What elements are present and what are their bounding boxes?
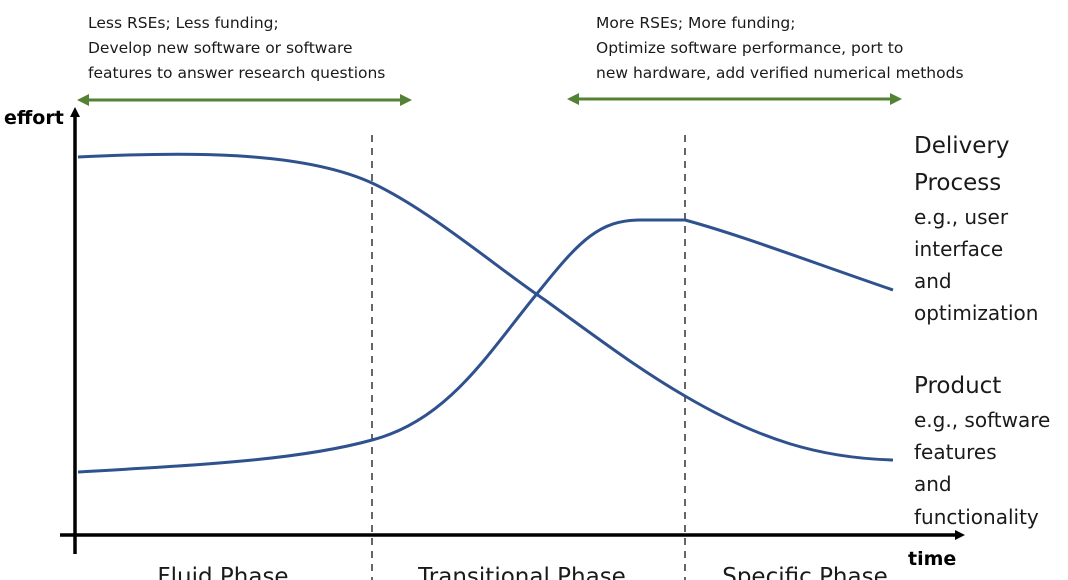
delivery-title-line-2: Process: [914, 170, 1001, 196]
delivery-desc-line-3: and: [914, 269, 952, 293]
annotation-right-line-2: Optimize software performance, port to: [596, 39, 903, 57]
annotation-left-line-3: features to answer research questions: [88, 64, 385, 82]
delivery-title-line-1: Delivery: [914, 133, 1009, 159]
phase-label-specific: Specific Phase: [722, 564, 888, 580]
x-axis-label: time: [908, 548, 956, 570]
delivery-process-curve: [77, 152, 894, 462]
delivery-desc-line-4: optimization: [914, 301, 1038, 325]
product-desc-line-3: and: [914, 472, 952, 496]
delivery-desc-line-2: interface: [914, 237, 1003, 261]
product-curve: [77, 218, 894, 474]
annotation-right-line-1: More RSEs; More funding;: [596, 14, 795, 32]
product-title-line-1: Product: [914, 373, 1001, 399]
delivery-desc-line-1: e.g., user: [914, 205, 1009, 229]
annotation-left-line-1: Less RSEs; Less funding;: [88, 14, 279, 32]
y-axis-label: effort: [4, 107, 64, 129]
product-desc-line-2: features: [914, 440, 997, 464]
product-desc-line-4: functionality: [914, 505, 1039, 529]
annotation-left-line-2: Develop new software or software: [88, 39, 353, 57]
product-desc-line-1: e.g., software: [914, 408, 1050, 432]
phase-label-transitional: Transitional Phase: [417, 564, 626, 580]
annotation-right-line-3: new hardware, add verified numerical met…: [596, 64, 964, 82]
phase-label-fluid: Fluid Phase: [157, 564, 288, 580]
